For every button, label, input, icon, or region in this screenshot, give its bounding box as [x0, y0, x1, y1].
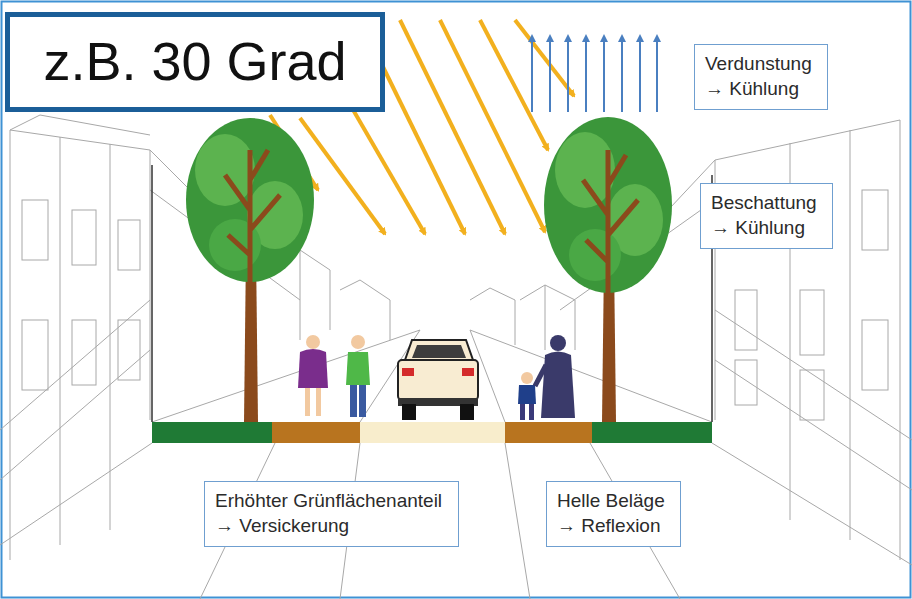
building-sketch: [0, 115, 912, 599]
temperature-box: z.B. 30 Grad: [5, 12, 385, 112]
pedestrians: [298, 335, 575, 420]
box-label: Verdunstung → Kühlung: [705, 52, 815, 101]
street-cross-section: [152, 422, 712, 443]
measure-box: Beschattung → Kühlung: [700, 183, 833, 249]
car: [398, 340, 478, 420]
box-label: Erhöhter Grünflächenanteil → Versickerun…: [215, 489, 446, 538]
measure-box: Helle Beläge → Reflexion: [546, 481, 681, 547]
evaporation-arrows: [532, 36, 657, 112]
tree: [186, 118, 314, 422]
box-label: Helle Beläge → Reflexion: [557, 489, 668, 538]
box-label: Beschattung → Kühlung: [711, 191, 820, 240]
measure-box: Verdunstung → Kühlung: [694, 44, 828, 110]
temperature-label: z.B. 30 Grad: [43, 32, 346, 91]
measure-box: Erhöhter Grünflächenanteil → Versickerun…: [204, 481, 459, 547]
